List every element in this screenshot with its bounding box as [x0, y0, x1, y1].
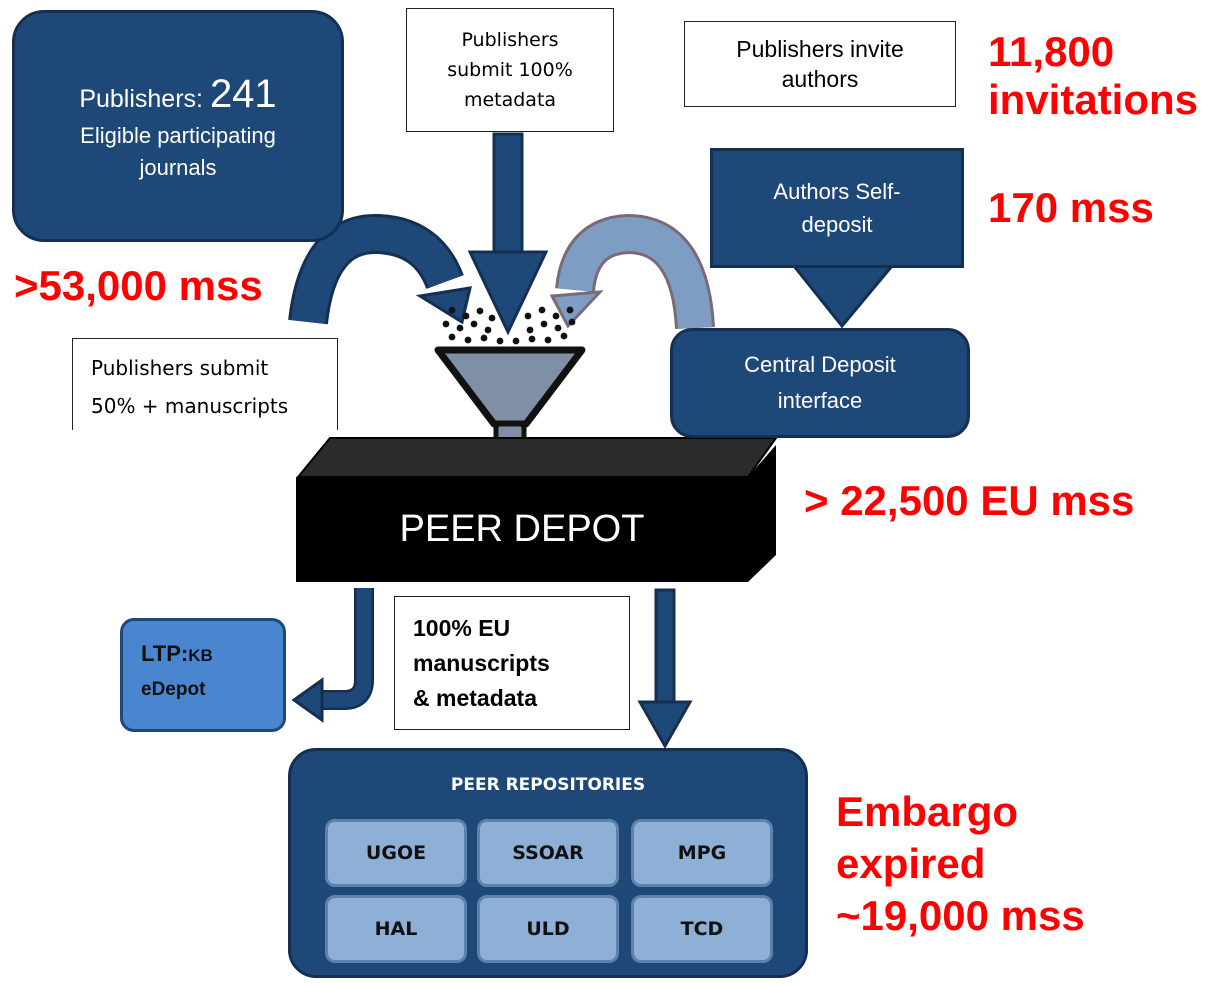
- publishers-count: 241: [209, 71, 277, 116]
- eu-manuscripts-line1: 100% EU: [413, 615, 511, 641]
- eu-manuscripts-box: 100% EU manuscripts & metadata: [394, 596, 630, 730]
- embargo-line2: expired: [836, 840, 986, 887]
- repo-mpg: MPG: [631, 819, 773, 887]
- ltp-kb: KB: [188, 646, 213, 665]
- arrow-metadata-down: [467, 132, 549, 336]
- submit-manuscripts-box: Publishers submit 50% + manuscripts: [72, 338, 338, 430]
- invite-line1: Publishers invite: [736, 36, 904, 62]
- publishers-box: Publishers: 241 Eligible participating j…: [12, 10, 344, 242]
- invite-line2: authors: [781, 66, 859, 92]
- submit-metadata-line3: metadata: [463, 89, 557, 111]
- repo-ssoar: SSOAR: [477, 819, 619, 887]
- submit-metadata-line1: Publishers: [461, 29, 559, 51]
- submit-metadata-box: Publishers submit 100% metadata: [406, 8, 614, 132]
- ltp-line2: eDepot: [141, 679, 206, 700]
- filter-dots: [442, 306, 576, 345]
- self-deposit-stat: 170 mss: [988, 184, 1154, 231]
- submit-manuscripts-line1: Publishers submit: [91, 356, 269, 380]
- central-deposit-line2: interface: [777, 388, 863, 413]
- arrow-to-ltp: [291, 588, 374, 723]
- eu-manuscripts-line3: & metadata: [413, 685, 537, 711]
- central-deposit-line1: Central Deposit: [744, 352, 896, 377]
- repositories-panel: PEER REPOSITORIES UGOE SSOAR MPG HAL ULD…: [288, 748, 808, 978]
- invitations-stat: 11,800 invitations: [988, 28, 1198, 124]
- depot-label: PEER DEPOT: [399, 508, 645, 550]
- ltp-line1: LTP:KB: [141, 641, 283, 667]
- publishers-line2: Eligible participating: [80, 122, 276, 148]
- peer-depot-box: [295, 437, 778, 582]
- invitations-label: invitations: [988, 76, 1199, 123]
- eu-manuscripts-line2: manuscripts: [413, 650, 550, 676]
- repo-ugoe: UGOE: [325, 819, 467, 887]
- self-deposit-line2: deposit: [801, 212, 873, 237]
- repositories-title: PEER REPOSITORIES: [450, 775, 646, 795]
- arrow-to-repositories: [637, 588, 693, 750]
- publisher-mss-stat: >53,000 mss: [14, 262, 263, 309]
- curved-arrow-left: [288, 214, 472, 325]
- submit-manuscripts-line2: 50% + manuscripts: [91, 394, 289, 418]
- publishers-label: Publishers:: [79, 84, 203, 113]
- invitations-number: 11,800: [988, 28, 1115, 75]
- embargo-line3: ~19,000 mss: [836, 892, 1085, 939]
- repo-hal: HAL: [325, 895, 467, 963]
- embargo-stat: Embargo expired ~19,000 mss: [836, 786, 1085, 942]
- central-deposit-box: Central Deposit interface: [670, 328, 970, 438]
- invite-box: Publishers invite authors: [684, 21, 956, 107]
- ltp-box: LTP:KB eDepot: [120, 618, 286, 732]
- submit-metadata-line2: submit 100%: [447, 59, 573, 81]
- ltp-prefix: LTP:: [141, 641, 189, 666]
- embargo-line1: Embargo: [836, 788, 1019, 835]
- eu-mss-stat: > 22,500 EU mss: [804, 477, 1135, 524]
- self-deposit-line1: Authors Self-: [773, 179, 901, 204]
- self-deposit-box: Authors Self- deposit: [710, 148, 964, 268]
- publishers-line3: journals: [139, 154, 217, 180]
- repo-uld: ULD: [477, 895, 619, 963]
- curved-arrow-right: [549, 213, 715, 330]
- publishers-line1: Publishers: 241: [79, 72, 276, 117]
- repo-tcd: TCD: [631, 895, 773, 963]
- arrow-self-deposit-down: [790, 264, 896, 329]
